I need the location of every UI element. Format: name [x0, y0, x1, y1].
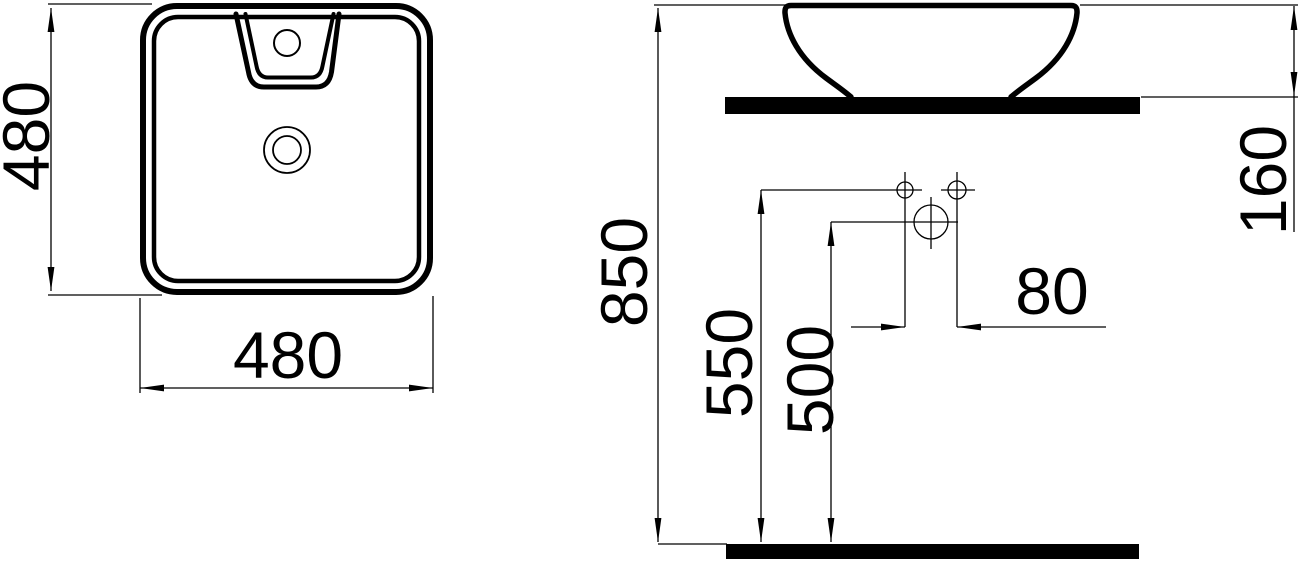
countertop-slab: [725, 97, 1140, 114]
drain-inner-circle: [272, 135, 302, 165]
dimension-top-view-height: 480: [0, 3, 162, 296]
arrow-down: [47, 267, 55, 291]
dim-label-overall-height: 850: [587, 217, 661, 327]
faucet-recess-inner: [243, 12, 336, 80]
arrow-up: [654, 8, 662, 32]
basin-profile: [782, 2, 1080, 100]
arrow-up: [47, 8, 55, 32]
basin-inner-rim: [151, 14, 422, 284]
dim-label-rim-above-counter: 160: [1226, 125, 1300, 235]
arrow-down: [827, 518, 835, 542]
arrow-down: [654, 518, 662, 542]
basin-outer-outline: [140, 3, 433, 295]
dimension-side-hole-height: 550: [692, 189, 922, 542]
dimension-center-hole-height: 500: [773, 221, 958, 542]
dimension-overall-height: 850: [587, 4, 786, 545]
arrow-down: [1290, 72, 1298, 96]
dimension-top-view-width: 480: [139, 296, 434, 393]
faucet-recess-outer: [233, 11, 342, 90]
dimension-rim-above-counter: 160: [1080, 4, 1300, 235]
arrow-right: [881, 323, 905, 331]
arrow-left: [140, 384, 164, 392]
arrow-right: [409, 384, 433, 392]
arrow-up: [827, 222, 835, 246]
arrow-left: [957, 323, 981, 331]
drain-outer-circle: [263, 126, 311, 174]
floor-line: [726, 544, 1139, 559]
dim-label-top-view-height: 480: [0, 81, 63, 191]
arrow-up: [757, 190, 765, 214]
dimension-hole-spacing: 80: [851, 172, 1106, 331]
side-view: [725, 2, 1140, 559]
arrow-down: [757, 518, 765, 542]
top-view: [140, 3, 433, 295]
dim-label-hole-spacing: 80: [1015, 254, 1088, 328]
faucet-hole: [273, 29, 301, 57]
arrow-up: [1290, 6, 1298, 30]
dim-label-side-hole-height: 550: [692, 308, 766, 418]
dim-label-center-hole-height: 500: [773, 325, 847, 435]
dim-label-top-view-width: 480: [233, 318, 343, 392]
